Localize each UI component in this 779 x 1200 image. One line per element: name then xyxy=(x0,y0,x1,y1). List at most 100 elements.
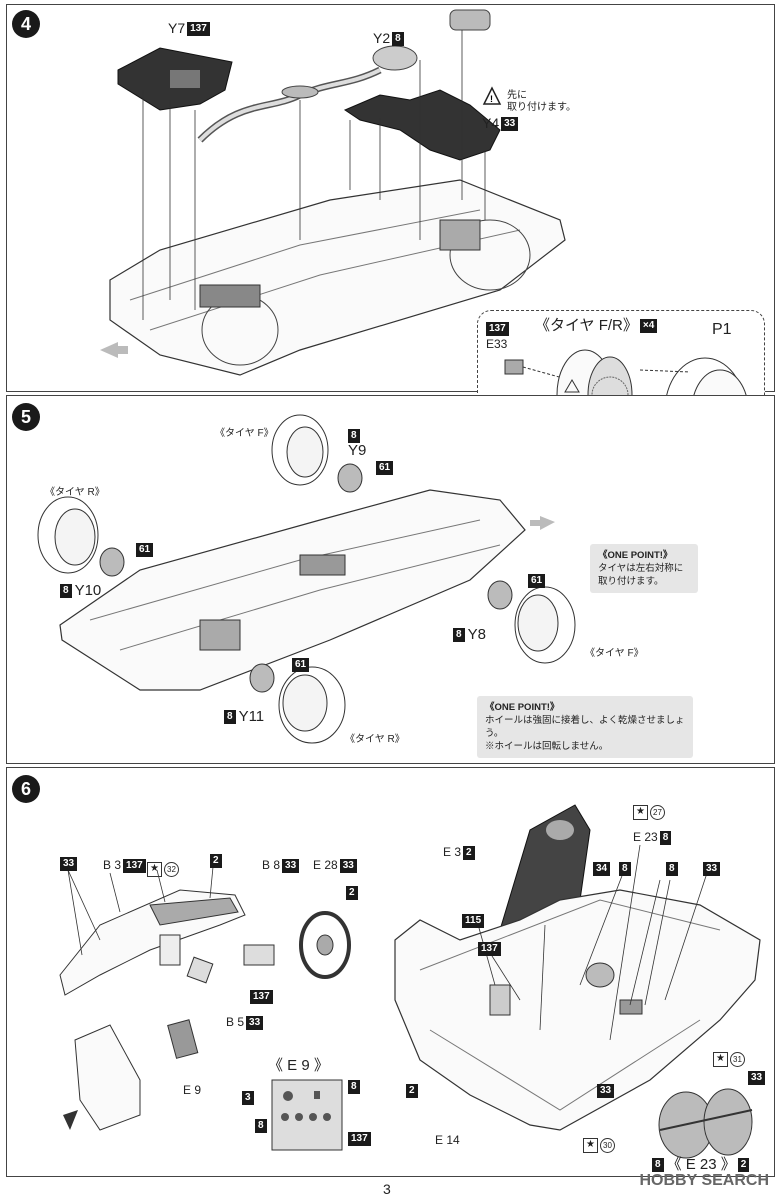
star-icon-30: ★ xyxy=(583,1137,598,1153)
e9-b137-label: 137 xyxy=(348,1130,374,1147)
star27-num: 27 xyxy=(650,804,665,820)
b3-badge: 137 xyxy=(123,858,146,873)
badge115-label: 115 xyxy=(462,912,487,929)
y9-label: 8 xyxy=(348,427,363,444)
e9-b8-left-label: 8 xyxy=(255,1117,270,1134)
star27-label: ★27 xyxy=(633,803,665,820)
e23-badge8: 8 xyxy=(652,1158,664,1173)
tire-r-bottom-label: 《タイヤ R》 xyxy=(345,734,405,745)
e23-title: 《 E 23 》 xyxy=(666,1156,736,1173)
y11-part-badge-label: 61 xyxy=(290,656,310,673)
dash-b2-label: 2 xyxy=(210,852,225,869)
star30-num: 30 xyxy=(600,1137,615,1153)
star31-num: 31 xyxy=(730,1051,745,1067)
y2-badge: 8 xyxy=(392,32,404,47)
star32-label: ★32 xyxy=(147,860,179,877)
e3-badge: 2 xyxy=(463,845,475,860)
e23-call-badge33-label: 33 xyxy=(748,1069,768,1086)
y9-text: Y9 xyxy=(348,442,367,459)
e9-label: E 9 xyxy=(183,1083,202,1097)
e23-badge2: 2 xyxy=(737,1158,750,1173)
badge33-tub-label: 33 xyxy=(597,1082,617,1099)
watermark: HOBBY SEARCH xyxy=(639,1172,770,1189)
e3-text: E 3 xyxy=(443,845,462,859)
dash-b2-badge: 2 xyxy=(210,854,222,869)
e9-b8-top-label: 8 xyxy=(348,1078,363,1095)
y10-badge: 8 xyxy=(60,584,72,599)
b5-text: B 5 xyxy=(226,1015,245,1029)
star30-label: ★30 xyxy=(583,1136,615,1153)
b3-text: B 3 xyxy=(103,858,122,872)
e28-badge: 33 xyxy=(339,858,357,873)
y9-part-badge: 61 xyxy=(376,461,394,476)
y9-part-badge-label: 61 xyxy=(374,459,394,476)
badge8a: 8 xyxy=(619,862,631,877)
tire-callout-title-text: 《タイヤ F/R》 xyxy=(535,317,638,334)
onepoint-2-line1: ホイールは強固に接着し、よく乾燥させましょう。 xyxy=(485,715,685,739)
e33-badge-label: 137 xyxy=(486,320,512,337)
badge8b-label: 8 xyxy=(666,860,681,877)
y4-badge: 33 xyxy=(501,117,519,132)
b5-badge: 33 xyxy=(246,1015,264,1030)
badge8a-label: 8 xyxy=(619,860,634,877)
p1-label: P1 xyxy=(712,321,732,338)
badge34: 34 xyxy=(593,862,611,877)
note-line1: 先に xyxy=(507,90,527,101)
e23-call-badge33: 33 xyxy=(748,1071,766,1086)
step-5-number: 5 xyxy=(12,403,40,431)
e33-badge: 137 xyxy=(486,322,509,337)
e9-b3-badge: 3 xyxy=(242,1091,254,1106)
dash-badge: 33 xyxy=(60,857,78,872)
onepoint-box-2: 《ONE POINT!》 ホイールは強固に接着し、よく乾燥させましょう。 ※ホイ… xyxy=(477,696,693,758)
badge33r-label: 33 xyxy=(703,860,723,877)
e9-b8-top-badge: 8 xyxy=(348,1080,360,1095)
svg-text:!: ! xyxy=(490,94,493,104)
step-4-number: 4 xyxy=(12,10,40,38)
badge33-tub: 33 xyxy=(597,1084,615,1099)
shift-badge: 137 xyxy=(250,990,273,1005)
onepoint-box-1: 《ONE POINT!》 タイヤは左右対称に 取り付けます。 xyxy=(590,544,698,593)
onepoint-1-line1: タイヤは左右対称に xyxy=(598,563,684,574)
tire-f-top-label: 《タイヤ F》 xyxy=(215,428,274,439)
y10-part-badge-label: 61 xyxy=(134,541,154,558)
badge2-tub-label: 2 xyxy=(406,1082,421,1099)
badge33r: 33 xyxy=(703,862,721,877)
y4-text: Y4 xyxy=(482,115,500,131)
y11-badge: 8 xyxy=(224,710,236,725)
wheel-badge-6: 2 xyxy=(346,886,358,901)
e23-badge: 8 xyxy=(659,830,672,845)
e28-text: E 28 xyxy=(313,858,338,872)
badge115: 115 xyxy=(462,914,485,929)
y8-text: Y8 xyxy=(467,626,486,643)
tire-callout-multiplier: ×4 xyxy=(639,319,658,334)
b8-badge: 33 xyxy=(282,858,300,873)
star-icon: ★ xyxy=(147,861,162,877)
b8-text: B 8 xyxy=(262,858,281,872)
e14-label: E 14 xyxy=(435,1133,460,1147)
tire-r-left-label: 《タイヤ R》 xyxy=(45,487,105,498)
e9-b3-label: 3 xyxy=(242,1089,257,1106)
y11-text: Y11 xyxy=(238,708,265,725)
star31-label: ★31 xyxy=(713,1050,745,1067)
e33-label: E33 xyxy=(486,337,508,351)
badge137b-label: 137 xyxy=(478,940,504,957)
shift-badge-label: 137 xyxy=(250,988,276,1005)
step-6-number: 6 xyxy=(12,775,40,803)
y9-badge: 8 xyxy=(348,429,360,444)
tire-callout-title: 《タイヤ F/R》×4 xyxy=(535,317,658,334)
y7-badge: 137 xyxy=(187,22,210,37)
badge34-label: 34 xyxy=(593,860,613,877)
